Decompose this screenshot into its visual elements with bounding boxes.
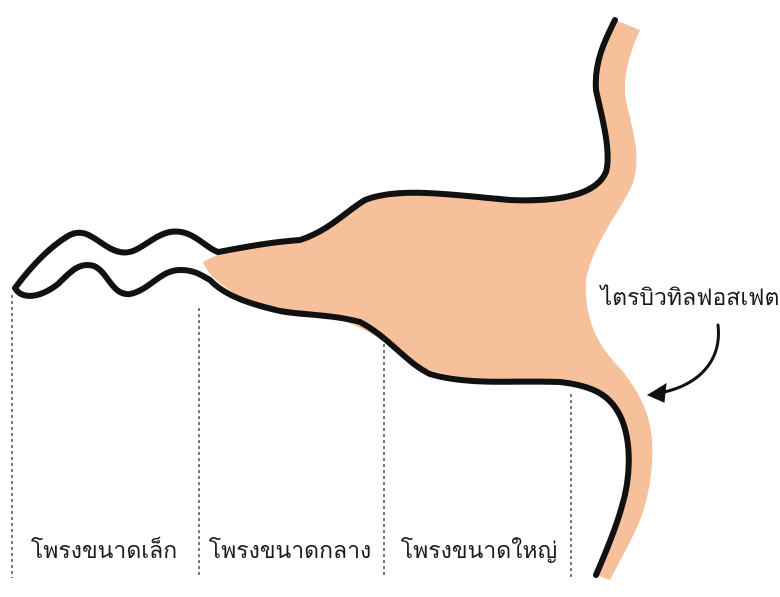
- label-tributyl-phosphate: ไตรบิวทิลฟอสเฟต: [599, 284, 780, 311]
- pore-body-fill: [203, 20, 652, 580]
- label-large-pore: โพรงขนาดใหญ่: [401, 537, 557, 564]
- label-small-pore: โพรงขนาดเล็ก: [31, 535, 177, 564]
- curved-arrow-icon: [648, 325, 718, 402]
- label-medium-pore: โพรงขนาดกลาง: [209, 537, 372, 564]
